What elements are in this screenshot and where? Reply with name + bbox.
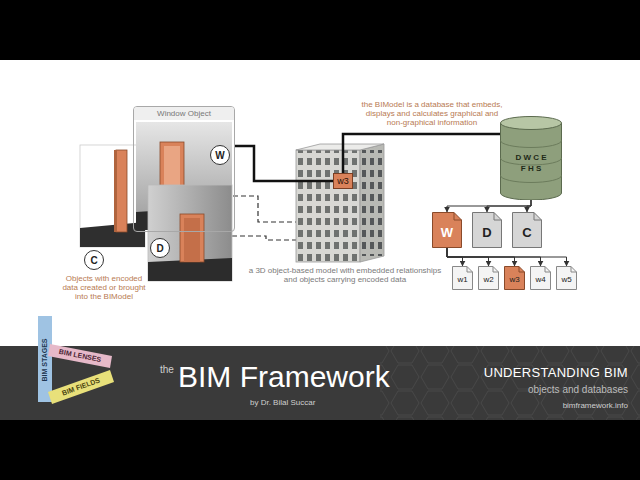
document-fold — [534, 213, 542, 221]
banner-texture — [380, 346, 640, 420]
document-fold — [571, 267, 577, 273]
document-icon: D — [472, 212, 502, 248]
document-icon: C — [512, 212, 542, 248]
object-tag: w3 — [333, 173, 353, 189]
connector — [487, 200, 531, 212]
object-panel — [148, 185, 232, 281]
document-fold — [519, 267, 525, 273]
cylinder-ring — [501, 141, 562, 148]
document-sheet — [531, 267, 551, 290]
callout-letter: D — [156, 243, 163, 254]
caption-text: by Dr. Bilal Succar — [250, 398, 315, 407]
building-front — [296, 150, 360, 262]
fields-band — [48, 370, 114, 404]
cylinder-ring — [501, 176, 562, 183]
caption-text: a 3D object-based model with embedded re… — [245, 266, 445, 284]
caption-text: objects and databases — [528, 384, 628, 396]
node-text: W — [441, 225, 453, 240]
document-icon: W — [432, 212, 462, 248]
node-text: w2 — [483, 275, 493, 284]
connector — [343, 134, 500, 173]
document-sheet — [453, 267, 473, 290]
dashed-link — [232, 236, 296, 240]
banner — [0, 346, 640, 420]
building-windows — [360, 150, 384, 256]
band-label: BIM STAGES — [41, 338, 49, 381]
lenses-band — [48, 344, 112, 368]
panel-title: Window Object — [134, 107, 234, 120]
document-sheet — [505, 267, 525, 290]
cylinder-top — [501, 117, 562, 130]
door-edge — [114, 150, 117, 232]
node-text: C — [522, 225, 531, 240]
callout-circle: D — [150, 238, 170, 258]
floor — [80, 222, 145, 247]
cylinder-body — [501, 123, 562, 200]
document-icon: w4 — [530, 266, 551, 290]
document-sheet — [557, 267, 577, 290]
node-text: D — [482, 225, 491, 240]
ground — [0, 60, 640, 346]
node-text: w3 — [509, 275, 519, 284]
title-text: BIM Framework — [178, 360, 390, 395]
caption-text: UNDERSTANDING BIM — [484, 366, 628, 381]
document-fold — [454, 213, 462, 221]
caption-text: Objects with encoded data created or bro… — [58, 274, 150, 302]
document-sheet — [479, 267, 499, 290]
caption-text: the — [160, 364, 174, 376]
node-text: w1 — [457, 275, 467, 284]
document-icon: w1 — [452, 266, 473, 290]
callout-circle: W — [210, 145, 230, 165]
document-fold — [493, 267, 499, 273]
document-fold — [494, 213, 502, 221]
document-icon: w3 — [504, 266, 525, 290]
connector — [235, 146, 333, 181]
door-object — [116, 150, 127, 232]
top-bar — [0, 0, 640, 60]
node-text: w5 — [561, 275, 571, 284]
connector — [447, 200, 531, 212]
object-panel: Window ObjectW — [133, 106, 235, 232]
building-side — [360, 144, 384, 262]
caption-text: bimframework.info — [563, 401, 628, 410]
document-sheet — [473, 213, 502, 248]
connector — [447, 248, 567, 266]
connector — [527, 200, 531, 212]
node-text: w3 — [337, 176, 349, 186]
callout-circle: C — [84, 250, 104, 270]
document-fold — [467, 267, 473, 273]
building-roof — [296, 144, 384, 150]
document-icon: w5 — [556, 266, 577, 290]
document-icon: w2 — [478, 266, 499, 290]
door-leaf — [184, 218, 200, 262]
document-sheet — [433, 213, 462, 248]
building-windows — [296, 150, 360, 262]
callout-letter: W — [215, 150, 224, 161]
node-text: D W C E F H S — [514, 152, 548, 174]
node-text: w4 — [535, 275, 545, 284]
door-object — [180, 214, 204, 262]
document-fold — [545, 267, 551, 273]
window-glass — [164, 146, 180, 190]
database-cylinder: D W C E F H S — [500, 116, 562, 200]
caption-text: the BIModel is a database that embeds, d… — [360, 100, 504, 128]
document-sheet — [513, 213, 542, 248]
bottom-bar — [0, 420, 640, 480]
stages-band — [38, 316, 52, 402]
callout-letter: C — [90, 255, 97, 266]
